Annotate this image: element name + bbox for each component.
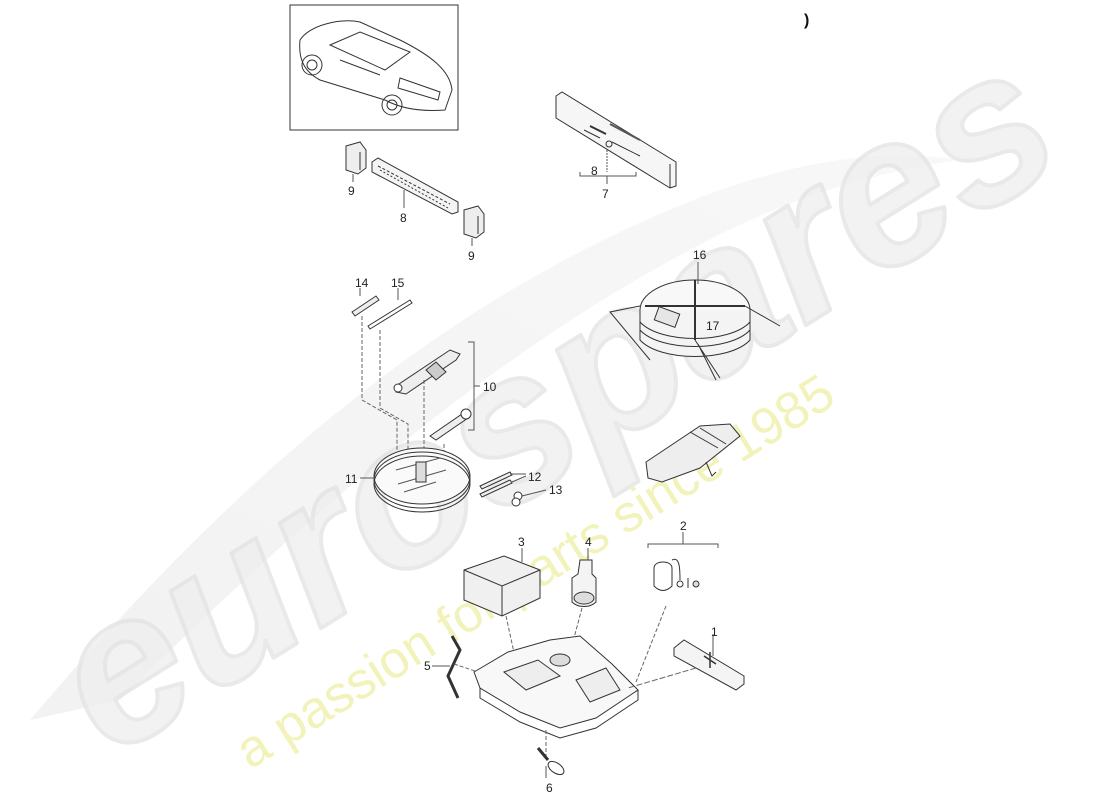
callout-14[interactable]: 14 [355, 276, 369, 290]
corner-mark: ) [804, 12, 810, 29]
callout-9-left[interactable]: 9 [348, 184, 355, 198]
car-icon [299, 20, 453, 116]
compressor-part [645, 423, 741, 483]
jack-part [393, 349, 461, 460]
tyre-valve-kit-part [635, 532, 719, 683]
callout-5[interactable]: 5 [424, 659, 431, 673]
compressor-bag-part [609, 262, 781, 381]
callout-2[interactable]: 2 [680, 519, 687, 533]
callout-4[interactable]: 4 [585, 535, 592, 549]
pin-14-part [351, 288, 380, 317]
callout-9-right[interactable]: 9 [468, 249, 475, 263]
callout-3[interactable]: 3 [518, 535, 525, 549]
callout-13[interactable]: 13 [549, 483, 563, 497]
tow-hook-case-part [627, 634, 745, 691]
callout-17[interactable]: 17 [706, 319, 720, 333]
end-cap-left-part [345, 141, 367, 182]
towing-eye-part [536, 747, 565, 778]
callout-10[interactable]: 10 [483, 380, 497, 394]
label-strip-part [371, 157, 459, 215]
foam-insert-tray-part [473, 635, 639, 760]
end-cap-right-part [463, 205, 485, 246]
pins-12-part [479, 471, 527, 498]
leader-lines-14-15 [361, 316, 409, 460]
callout-1[interactable]: 1 [711, 625, 718, 639]
callout-12[interactable]: 12 [528, 470, 542, 484]
tool-tray-part [360, 447, 471, 513]
callout-6[interactable]: 6 [546, 781, 553, 795]
callout-7[interactable]: 7 [602, 187, 609, 201]
callout-11[interactable]: 11 [345, 472, 358, 486]
bracket-10 [468, 341, 480, 431]
warning-label-part [555, 91, 677, 189]
rod-15-part [367, 288, 413, 330]
clip-13-part [511, 489, 547, 507]
callout-8-strip[interactable]: 8 [400, 211, 407, 225]
callout-8-label[interactable]: 8 [591, 164, 598, 178]
foam-block-part [463, 548, 541, 681]
callout-16[interactable]: 16 [693, 248, 707, 262]
callout-15[interactable]: 15 [391, 276, 405, 290]
vehicle-thumbnail [289, 4, 459, 131]
